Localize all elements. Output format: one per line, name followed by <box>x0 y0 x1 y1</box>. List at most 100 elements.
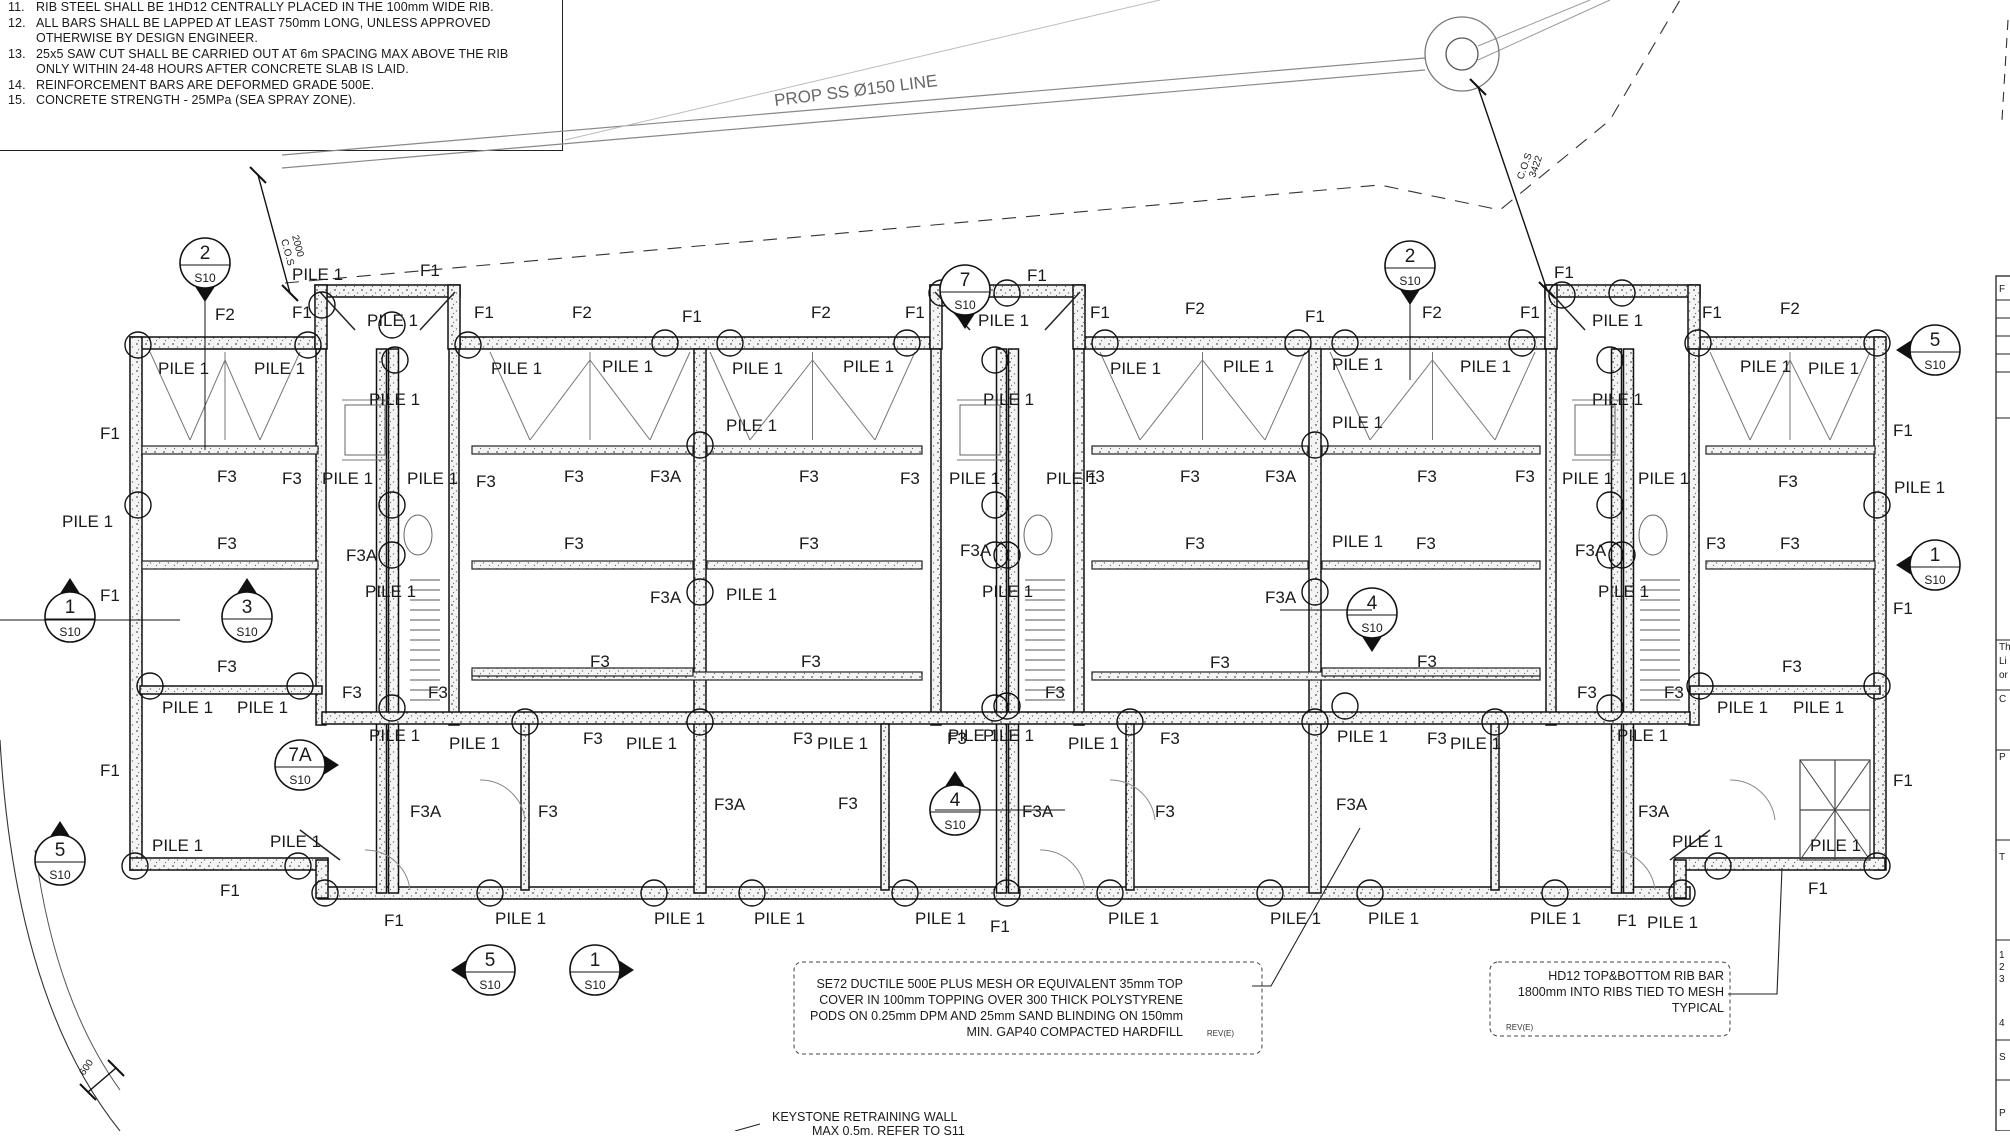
beam-label-f3: F3 <box>282 469 302 488</box>
pile-label: PILE 1 <box>726 416 777 435</box>
pile-circle <box>1608 541 1636 569</box>
pile-label: PILE 1 <box>915 909 966 928</box>
pile-circle <box>738 879 766 907</box>
beam-label-f3: F3 <box>583 729 603 748</box>
beam-label-f1: F1 <box>474 303 494 322</box>
general-note-line: 15.CONCRETE STRENGTH - 25MPa (SEA SPRAY … <box>8 93 356 107</box>
pile-label: PILE 1 <box>254 359 305 378</box>
rib-beam <box>520 723 530 891</box>
door-swing <box>479 779 526 821</box>
beam-label-f3: F3 <box>538 802 558 821</box>
pile-circle <box>1863 329 1891 357</box>
section-sheet: S10 <box>1399 274 1421 288</box>
pile-label: PILE 1 <box>1368 909 1419 928</box>
stair-beam <box>1687 284 1701 350</box>
beam-label-f3: F3 <box>1427 729 1447 748</box>
beam-label-f2: F2 <box>1780 299 1800 318</box>
title-block-text: F <box>1999 284 2005 295</box>
pile-label: PILE 1 <box>1810 836 1861 855</box>
pod-line <box>1264 351 1306 441</box>
section-sheet: S10 <box>584 978 606 992</box>
door-swing <box>364 849 411 891</box>
beam-label-f3a: F3A <box>714 795 746 814</box>
pile-label: PILE 1 <box>1592 311 1643 330</box>
pile-label: PILE 1 <box>1793 698 1844 717</box>
brace-line <box>419 291 456 331</box>
door-swing <box>1039 849 1086 891</box>
toilet-fixture <box>403 514 433 556</box>
door-swing <box>1109 779 1156 821</box>
beam-label-f3: F3 <box>793 729 813 748</box>
pile-circle <box>1686 672 1714 700</box>
pipe-label: PROP SS Ø150 LINE <box>773 71 938 110</box>
general-note-number: 11. <box>8 0 25 14</box>
pile-circle <box>1331 329 1359 357</box>
setback-line <box>284 0 1681 284</box>
pod-line <box>1202 359 1266 441</box>
rib-beam <box>880 723 890 891</box>
pile-circle <box>136 672 164 700</box>
general-note-text: CONCRETE STRENGTH - 25MPa (SEA SPRAY ZON… <box>36 93 356 107</box>
foundation-beams <box>129 284 1887 900</box>
beam-label-f3: F3 <box>1515 467 1535 486</box>
pile-circle <box>378 694 406 722</box>
brace-line <box>299 829 341 861</box>
pile-label: PILE 1 <box>369 726 420 745</box>
brace-line <box>1669 829 1711 861</box>
title-block-text: P <box>1999 752 2006 763</box>
pile-label: PILE 1 <box>626 734 677 753</box>
title-block-text: Th <box>1999 642 2010 653</box>
pile-label: PILE 1 <box>949 469 1000 488</box>
section-sheet: S10 <box>194 271 216 285</box>
setback-line <box>2001 19 2009 121</box>
title-block-border <box>1995 275 2010 1131</box>
pile-circle <box>981 491 1009 519</box>
beam-label-f2: F2 <box>1185 299 1205 318</box>
beam-label-f3: F3 <box>1577 683 1597 702</box>
section-number: 4 <box>950 790 961 811</box>
stair-wall-beam <box>315 348 327 726</box>
pile-label: PILE 1 <box>1270 909 1321 928</box>
general-note-line: 12.ALL BARS SHALL BE LAPPED AT LEAST 750… <box>8 16 491 30</box>
pile-label: PILE 1 <box>1223 357 1274 376</box>
beam-label-f3a: F3A <box>1336 795 1368 814</box>
pile-label: PILE 1 <box>843 357 894 376</box>
section-circle <box>939 264 991 316</box>
rib-beam <box>141 560 319 570</box>
pile-label: PILE 1 <box>1647 913 1698 932</box>
pile-label: PILE 1 <box>817 734 868 753</box>
beam-label-f3: F3 <box>217 467 237 486</box>
pile-circle <box>454 331 482 359</box>
section-number: 3 <box>242 597 253 618</box>
pile-circle <box>1684 329 1712 357</box>
rib-beam <box>471 560 694 570</box>
section-circle <box>44 591 96 643</box>
interior-beam <box>693 348 707 894</box>
beam-label-f2: F2 <box>1422 303 1442 322</box>
section-number: 5 <box>485 950 496 971</box>
beam-label-f3: F3 <box>1664 683 1684 702</box>
pod-line <box>1829 351 1871 441</box>
pile-label: PILE 1 <box>602 357 653 376</box>
dimension-line-bottom <box>87 1067 117 1093</box>
brace-line <box>1549 291 1586 331</box>
pile-circle <box>1704 852 1732 880</box>
beam-label-f2: F2 <box>811 303 831 322</box>
title-block-text: Li <box>1999 656 2007 667</box>
beam-label-f3a: F3A <box>650 467 682 486</box>
fixture <box>1574 404 1616 456</box>
keystone-wall-note-line1: KEYSTONE RETRAINING WALL <box>772 1110 958 1124</box>
title-block-text: P <box>1999 1108 2006 1119</box>
general-note-line: ONLY WITHIN 24-48 HOURS AFTER CONCRETE S… <box>8 62 409 76</box>
rib-beam <box>706 560 923 570</box>
beam-label-f1: F1 <box>990 917 1010 936</box>
title-block-text: T <box>1999 852 2005 863</box>
stair-beam <box>447 284 461 350</box>
section-sheet: S10 <box>1924 358 1946 372</box>
pile-circle <box>308 291 336 319</box>
pod-line <box>1789 359 1831 441</box>
beam-label-f1: F1 <box>1702 303 1722 322</box>
